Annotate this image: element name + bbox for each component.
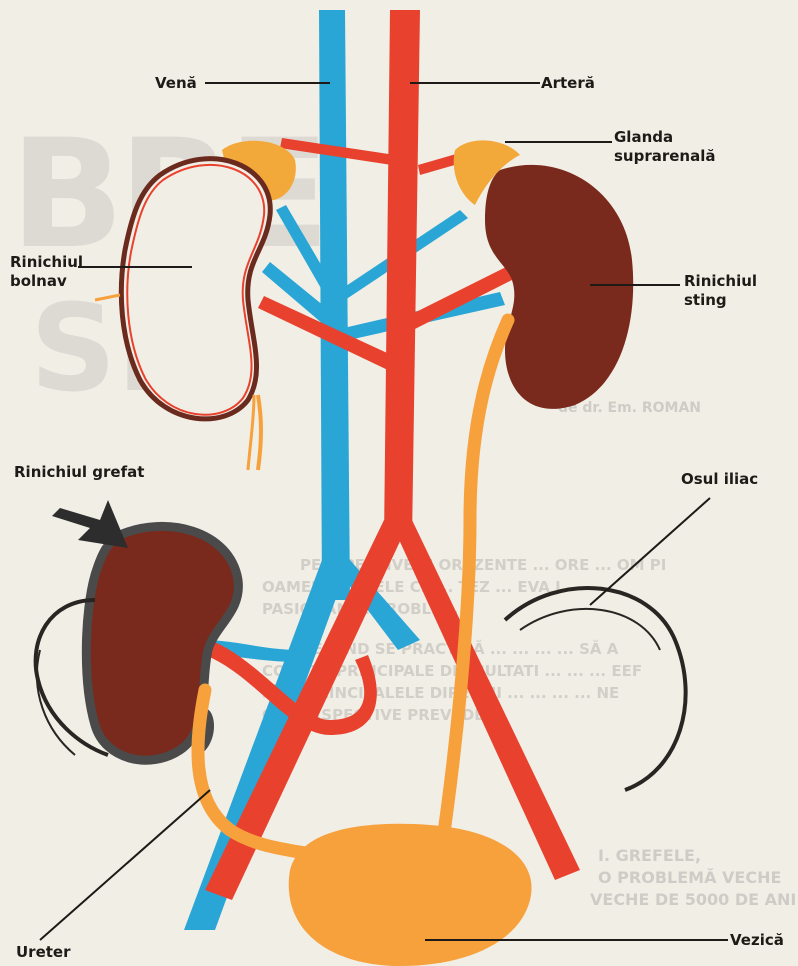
iliac-bone-right-inner bbox=[520, 609, 660, 650]
label-vena: Venă bbox=[155, 74, 197, 92]
label-glanda-line1: Glanda bbox=[614, 128, 673, 146]
left-kidney bbox=[485, 165, 633, 409]
label-rinichiul-bolnav-line1: Rinichiul bbox=[10, 253, 83, 271]
label-rinichiul-sting-line1: Rinichiul bbox=[684, 272, 757, 290]
left-ureter bbox=[440, 320, 508, 860]
vena-cava bbox=[319, 10, 350, 600]
label-rinichiul-sting-line2: sting bbox=[684, 291, 727, 309]
label-rinichiul-grefat: Rinichiul grefat bbox=[14, 463, 144, 481]
label-vezica: Vezică bbox=[730, 931, 784, 949]
label-osul-iliac: Osul iliac bbox=[681, 470, 758, 488]
label-artera: Arteră bbox=[541, 74, 595, 92]
bladder bbox=[289, 824, 532, 966]
label-ureter: Ureter bbox=[16, 943, 71, 961]
leader-osul-iliac bbox=[590, 498, 710, 605]
iliac-bone-left-outer bbox=[37, 650, 75, 755]
leader-ureter bbox=[40, 790, 210, 940]
orange-vessel-small bbox=[95, 295, 120, 300]
aorta bbox=[384, 10, 420, 540]
label-glanda-line2: suprarenală bbox=[614, 147, 716, 165]
iliac-bone-right bbox=[505, 588, 686, 790]
diseased-kidney bbox=[121, 159, 270, 419]
arrow-icon bbox=[52, 500, 128, 548]
label-rinichiul-bolnav-line2: bolnav bbox=[10, 272, 67, 290]
diseased-kidney-ureter bbox=[258, 395, 261, 470]
diseased-kidney-ureter-2 bbox=[248, 395, 254, 470]
